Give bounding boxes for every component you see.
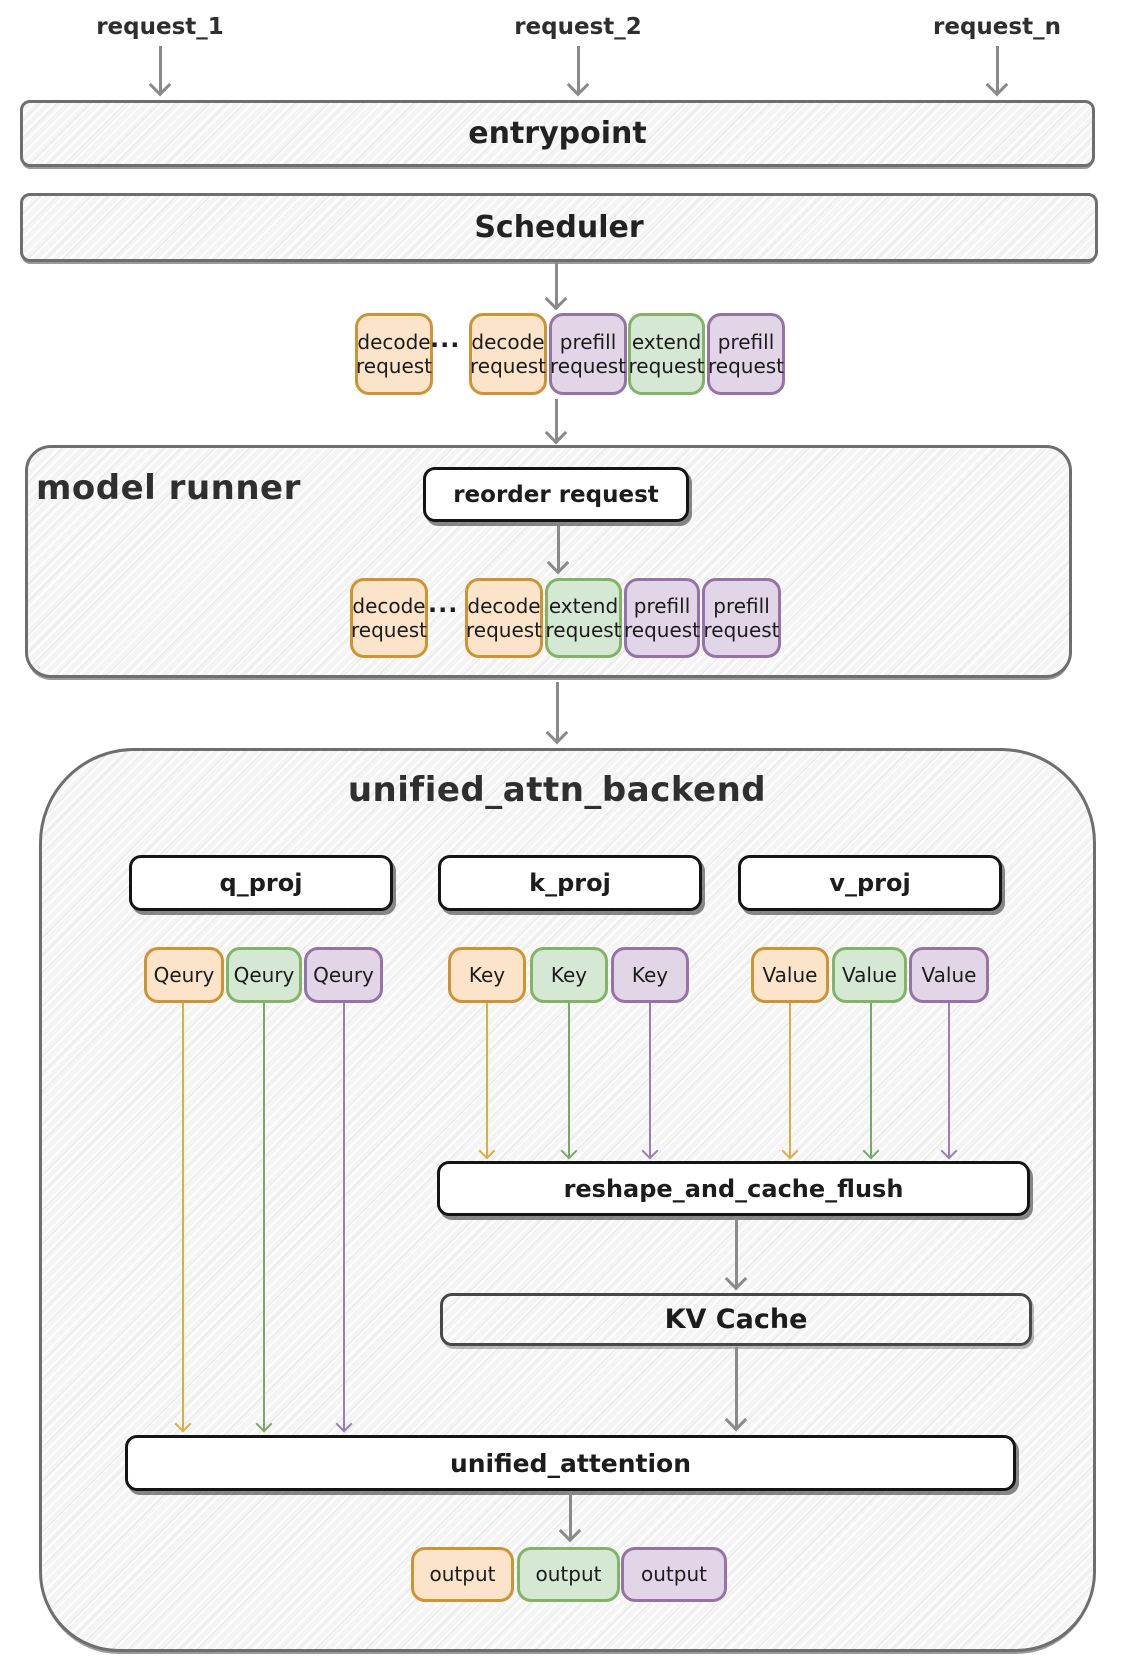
value-chip: Value [751,947,829,1003]
output-chip: output [621,1547,727,1602]
arrow-kvcache-to-attention [734,1347,738,1429]
scheduler-label: Scheduler [474,210,644,245]
flow-value-2 [869,1003,873,1158]
scheduler-box: Scheduler [20,193,1098,262]
unified-attention-label: unified_attention [449,1448,692,1478]
v-proj-label: v_proj [829,869,911,897]
value-chip: Value [832,947,907,1003]
reorder-request-box: reorder request [423,467,689,522]
flow-query-1 [181,1003,185,1431]
queue-chip: extend request [628,313,705,395]
reorder-request-label: reorder request [453,481,659,508]
key-chip: Key [611,947,689,1003]
flow-value-3 [947,1003,951,1158]
ellipsis: ... [430,325,461,353]
arrow-requestn-to-entrypoint [995,46,999,94]
queue-chip: prefill request [707,313,785,395]
arrow-queue-to-model-runner [554,399,558,442]
value-chip: Value [909,947,989,1003]
output-chip: output [411,1547,514,1602]
flow-query-3 [342,1003,346,1431]
arrow-reorder-to-queue [556,526,560,572]
query-chip: Qeury [144,947,224,1003]
flow-key-1 [485,1003,489,1158]
arrow-model-runner-to-backend [555,682,559,742]
queue-chip: decode request [355,313,433,395]
entrypoint-box: entrypoint [20,100,1095,167]
entrypoint-label: entrypoint [468,116,647,151]
queue-chip: prefill request [702,578,781,658]
queue-chip: decode request [465,578,543,658]
k-proj-box: k_proj [438,855,702,911]
reshape-and-cache-flush-box: reshape_and_cache_flush [437,1161,1030,1216]
v-proj-box: v_proj [738,855,1002,911]
unified-attention-box: unified_attention [125,1435,1016,1491]
key-chip: Key [448,947,526,1003]
request-2-label: request_2 [514,14,642,40]
reshape-and-cache-flush-label: reshape_and_cache_flush [563,1174,904,1203]
arrow-scheduler-to-queue [554,262,558,308]
arrow-reshape-to-kvcache [734,1216,738,1288]
arrow-request2-to-entrypoint [576,46,580,94]
flow-query-2 [262,1003,266,1431]
kv-cache-box: KV Cache [440,1293,1032,1346]
query-chip: Qeury [226,947,302,1003]
backend-title: unified_attn_backend [347,770,767,810]
flow-key-3 [648,1003,652,1158]
queue-chip: extend request [545,578,622,658]
model-runner-title: model runner [36,468,301,508]
key-chip: Key [530,947,608,1003]
ellipsis: ... [428,590,459,618]
flow-key-2 [567,1003,571,1158]
request-1-label: request_1 [96,14,224,40]
k-proj-label: k_proj [529,869,611,897]
query-chip: Qeury [304,947,383,1003]
queue-chip: prefill request [549,313,627,395]
queue-chip: decode request [350,578,428,658]
arrow-attention-to-output [568,1492,572,1540]
kv-cache-label: KV Cache [664,1304,808,1335]
q-proj-label: q_proj [219,869,303,897]
queue-chip: decode request [469,313,547,395]
q-proj-box: q_proj [129,855,393,911]
arrow-request1-to-entrypoint [158,46,162,94]
queue-chip: prefill request [624,578,700,658]
flow-value-1 [788,1003,792,1158]
output-chip: output [517,1547,620,1602]
request-n-label: request_n [933,14,1061,40]
